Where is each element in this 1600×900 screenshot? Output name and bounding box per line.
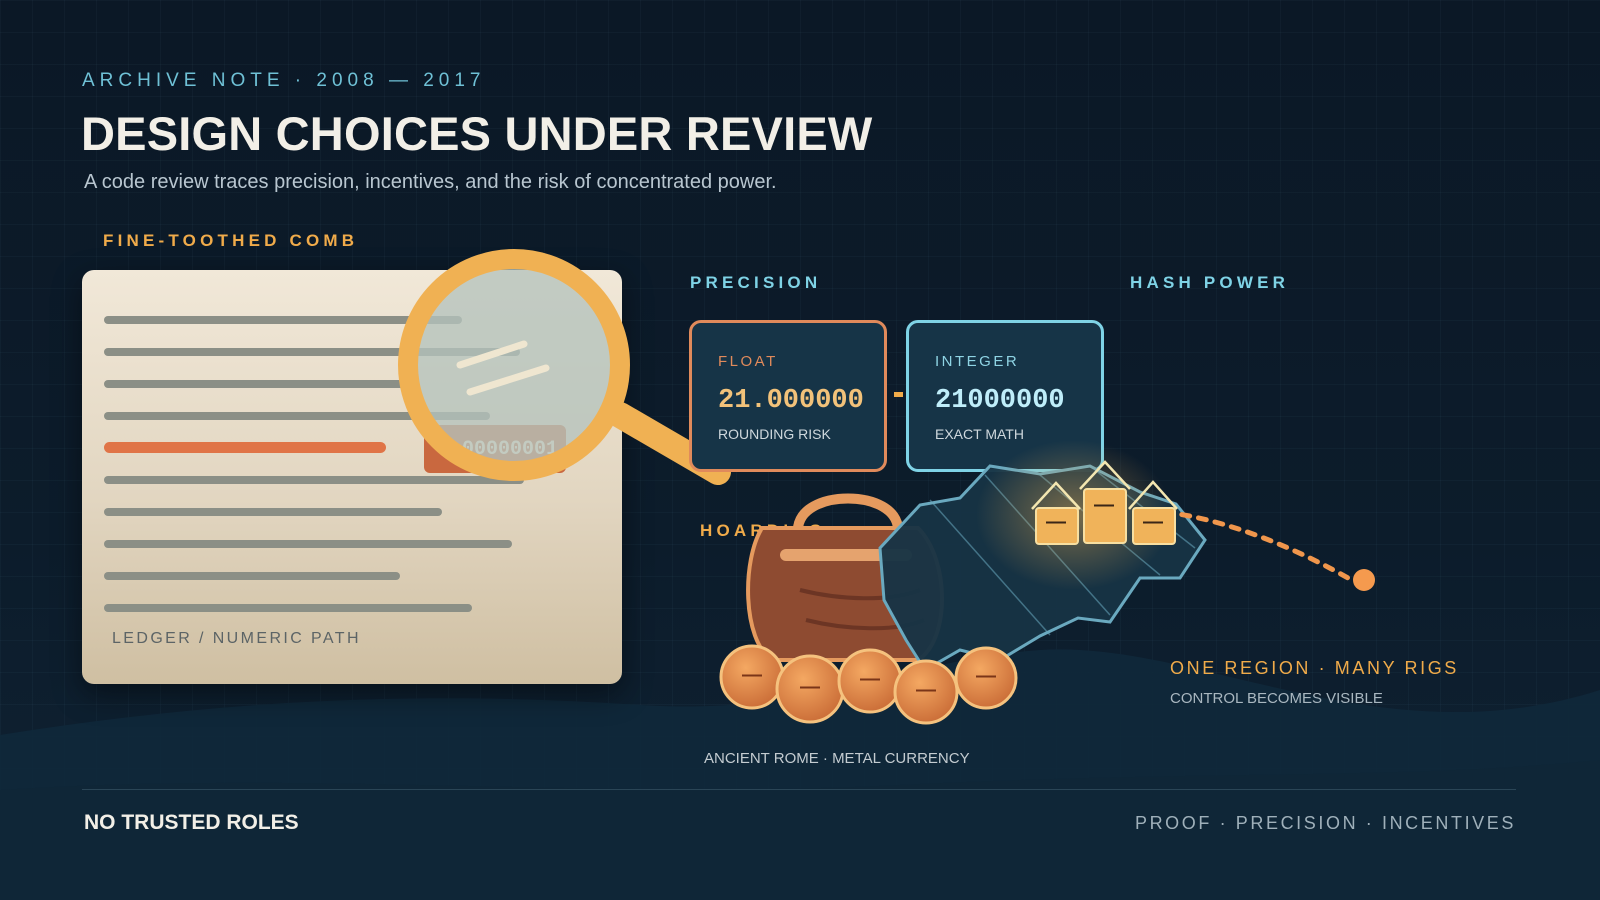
integer-card: INTEGER 21000000 EXACT MATH	[906, 320, 1104, 472]
ledger-line	[104, 316, 462, 324]
float-card-value: 21.000000	[718, 386, 864, 416]
ledger-line	[104, 412, 490, 420]
ledger-line	[104, 476, 524, 484]
archive-kicker: ARCHIVE NOTE · 2008 — 2017	[82, 70, 486, 91]
card-connector	[894, 392, 903, 397]
mining-rig-mark: —	[1143, 511, 1163, 533]
section-label-precision: PRECISION	[690, 273, 822, 292]
integer-card-note: EXACT MATH	[935, 426, 1024, 442]
mining-rig-mark: —	[1046, 511, 1066, 533]
ledger-line-highlight	[104, 442, 386, 453]
region-title: ONE REGION · MANY RIGS	[1170, 658, 1459, 678]
float-card: FLOAT 21.000000 ROUNDING RISK	[689, 320, 887, 472]
coin-mark: —	[976, 665, 996, 687]
ledger-line	[104, 380, 404, 388]
mining-rig-mark: —	[1094, 494, 1114, 516]
float-card-label: FLOAT	[718, 353, 778, 370]
target-point	[1353, 569, 1375, 591]
page-subtitle: A code review traces precision, incentiv…	[84, 171, 777, 193]
coin-mark: —	[800, 676, 820, 698]
mining-rig	[1031, 481, 1081, 545]
coin	[954, 646, 1018, 710]
coin-mark: —	[742, 664, 762, 686]
footer-divider	[82, 789, 1516, 790]
coin-mark: —	[860, 668, 880, 690]
section-label-comb: FINE-TOOTHED COMB	[103, 231, 359, 250]
page-title: DESIGN CHOICES UNDER REVIEW	[81, 107, 873, 160]
footer-right-label: PROOF · PRECISION · INCENTIVES	[1134, 813, 1516, 833]
coin-mark: —	[916, 679, 936, 701]
ledger-line	[104, 604, 472, 612]
ledger-line	[104, 540, 512, 548]
ledger-line	[104, 508, 442, 516]
ledger-caption: LEDGER / NUMERIC PATH	[112, 630, 361, 647]
integer-card-label: INTEGER	[935, 353, 1020, 370]
ledger-line	[104, 348, 520, 356]
footer-left-label: NO TRUSTED ROLES	[84, 811, 299, 834]
mining-rig	[1128, 480, 1178, 545]
ledger-line	[104, 572, 400, 580]
float-card-note: ROUNDING RISK	[718, 426, 831, 442]
integer-card-value: 21000000	[935, 386, 1065, 416]
mining-rig	[1079, 460, 1131, 544]
coin	[893, 659, 959, 725]
section-label-hash-power: HASH POWER	[1130, 273, 1290, 292]
hoarding-caption: ANCIENT ROME · METAL CURRENCY	[704, 750, 970, 767]
region-subtitle: CONTROL BECOMES VISIBLE	[1170, 690, 1383, 707]
